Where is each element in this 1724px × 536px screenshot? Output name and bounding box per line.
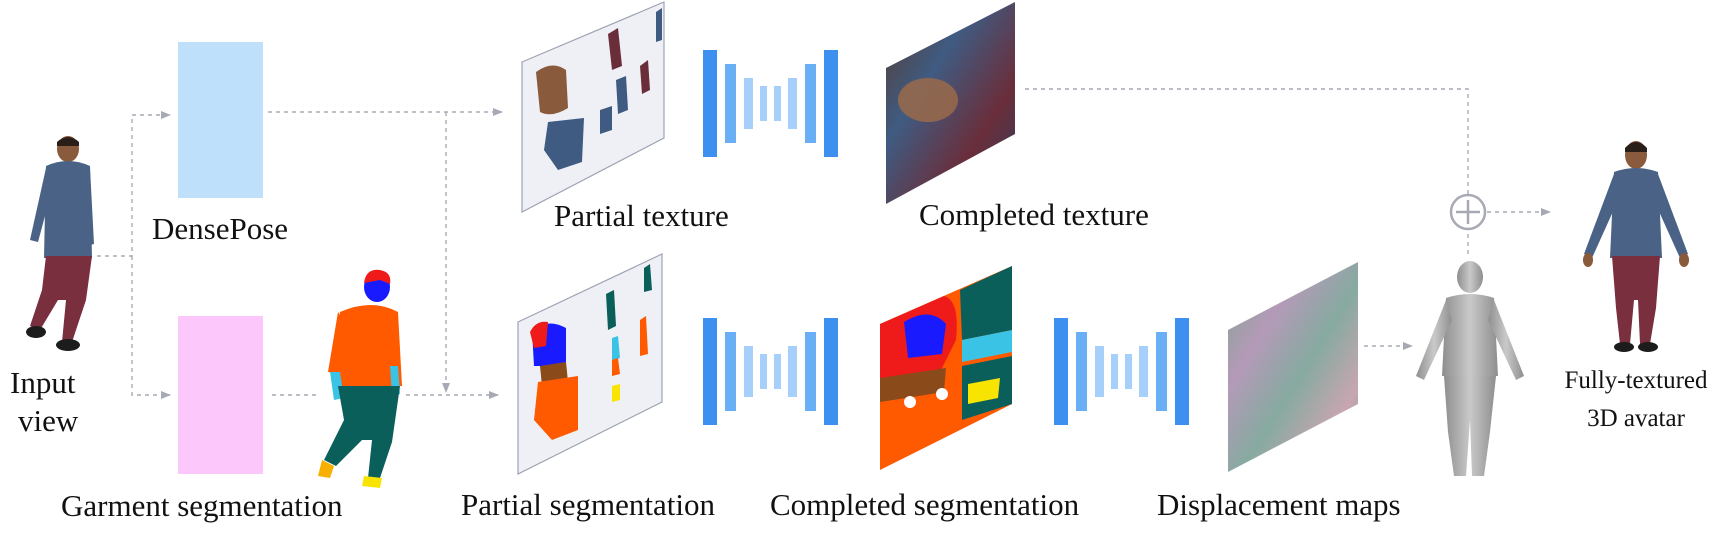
- connectors: [97, 88, 1551, 399]
- displacement-maps-label: Displacement maps: [1157, 487, 1401, 522]
- network-bottom-left: [703, 318, 838, 425]
- arrow-input-to-segmentation: [131, 256, 171, 399]
- input-view-label-line1: Input: [10, 365, 76, 400]
- densepose-label: DensePose: [152, 211, 289, 246]
- completed-texture-panel: [886, 2, 1015, 204]
- completed-texture-label: Completed texture: [919, 197, 1149, 232]
- circled-plus-icon: [1449, 193, 1487, 231]
- output-label-line2: 3D avatar: [1587, 405, 1685, 432]
- grey-avatar-figure: [1416, 261, 1524, 476]
- partial-segmentation-label: Partial segmentation: [461, 487, 715, 522]
- garment-segmentation-figure: [318, 269, 402, 488]
- input-person-image: [26, 136, 94, 351]
- partial-texture-label: Partial texture: [554, 198, 729, 233]
- completed-segmentation-panel: [880, 266, 1012, 470]
- garment-segmentation-block: [178, 316, 263, 474]
- densepose-block: [178, 42, 263, 198]
- network-top: [703, 50, 838, 157]
- arrow-texture-to-combine: [1025, 88, 1469, 196]
- completed-segmentation-label: Completed segmentation: [770, 487, 1080, 522]
- garment-segmentation-label: Garment segmentation: [61, 488, 343, 523]
- partial-texture-panel: [521, 1, 665, 213]
- output-label-line1: Fully-textured: [1564, 367, 1708, 394]
- input-view-label-line2: view: [18, 403, 79, 438]
- arrow-input-branch: [97, 111, 171, 257]
- displacement-map-panel: [1228, 262, 1358, 472]
- network-bottom-right: [1054, 318, 1189, 425]
- output-avatar-image: [1583, 141, 1689, 352]
- partial-segmentation-panel: [517, 253, 663, 475]
